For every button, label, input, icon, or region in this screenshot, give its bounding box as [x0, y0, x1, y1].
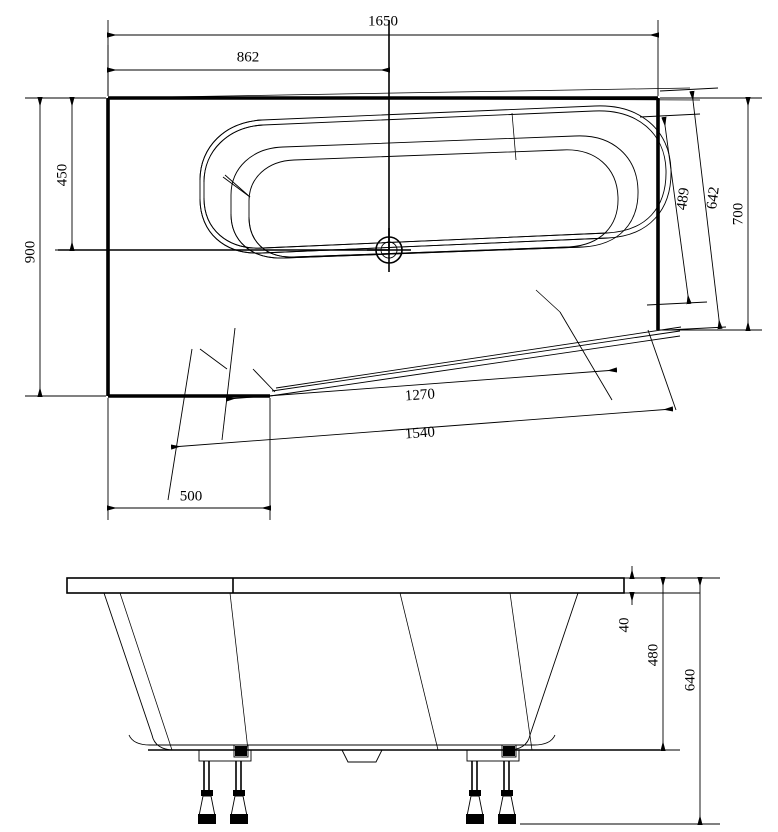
dim-right-outer-700: 700 [660, 97, 762, 331]
dim-label-489: 489 [674, 187, 693, 212]
dim-label-450: 450 [54, 164, 70, 187]
leg-assembly-right [466, 744, 520, 824]
plan-projection-lines [107, 87, 701, 313]
dim-right-inner-489: 489 [639, 113, 708, 306]
dim-label-700: 700 [730, 203, 746, 226]
dim-label-642: 642 [704, 186, 723, 210]
plan-view: 1650 862 900 450 489 [22, 13, 762, 520]
plan-lower-skirt-lines [199, 197, 609, 259]
dim-label-862: 862 [237, 49, 260, 65]
elevation-drain-notch [341, 749, 383, 763]
dim-drain-offset-450: 450 [54, 97, 106, 251]
front-elevation: 40 480 640 [66, 566, 720, 825]
dim-label-1540: 1540 [404, 424, 435, 442]
dim-rim-thickness-40: 40 [616, 566, 668, 633]
plan-corner-break-lines [199, 174, 276, 393]
dim-label-480: 480 [645, 644, 661, 667]
dim-overall-length-1650: 1650 [107, 13, 659, 96]
dim-left-bottom-500: 500 [107, 398, 271, 520]
plan-bottom-skirt-band [269, 326, 682, 397]
dim-body-height-480: 480 [580, 577, 680, 751]
dim-bottom-inner-1270: 1270 [221, 311, 618, 441]
plan-tilted-rim-outline [199, 105, 672, 254]
dim-bottom-outer-1540: 1540 [167, 329, 677, 501]
dim-overall-width-900: 900 [22, 97, 106, 397]
dim-label-500: 500 [180, 488, 203, 504]
dim-label-40: 40 [616, 618, 632, 633]
dim-drain-offset-862: 862 [107, 45, 390, 96]
dim-label-1270: 1270 [404, 386, 435, 404]
dim-total-height-640: 640 [520, 577, 720, 825]
dim-label-1650: 1650 [368, 13, 398, 29]
leg-assembly-left [198, 744, 252, 824]
dim-label-900: 900 [22, 241, 38, 264]
dim-label-640: 640 [682, 669, 698, 692]
tub-body-elevation [103, 592, 579, 751]
dim-right-mid-642: 642 [659, 87, 727, 331]
tub-rim-profile [66, 577, 700, 594]
plan-left-end-arcs [199, 119, 264, 183]
